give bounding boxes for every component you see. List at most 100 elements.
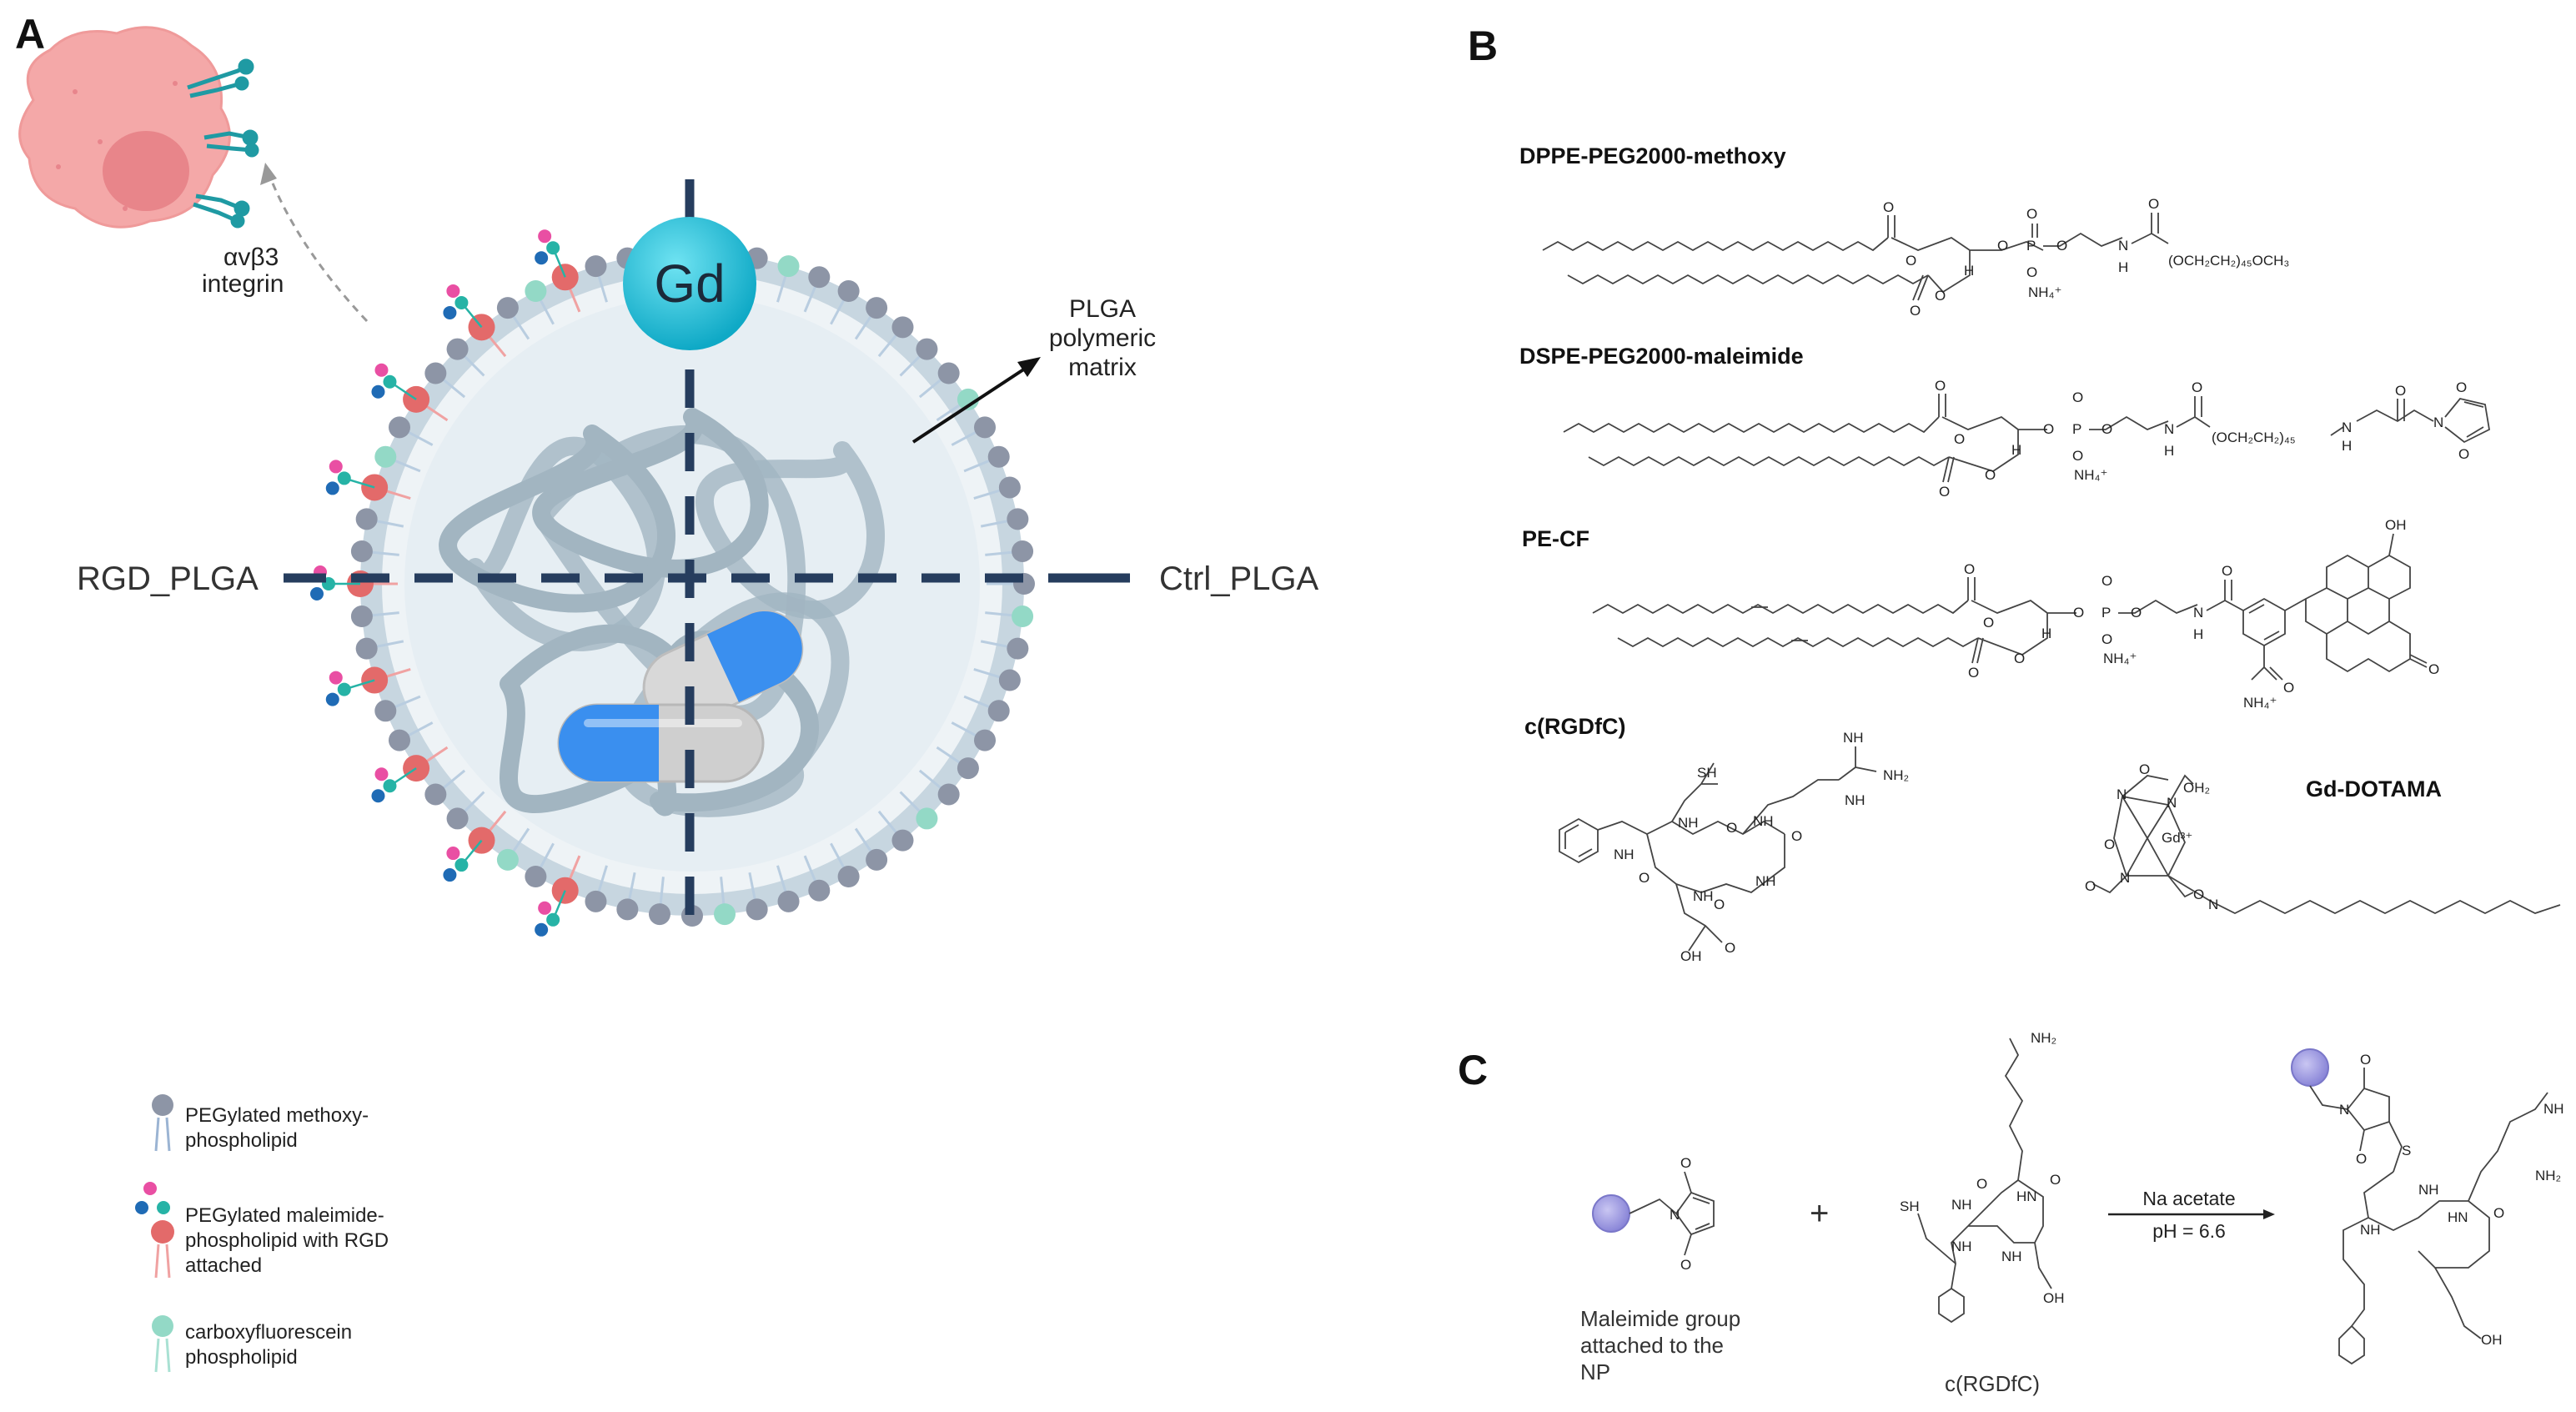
svg-text:phospholipid: phospholipid — [185, 1129, 298, 1152]
product-structure: O N O S NH HN NH NH₂ NH OH O — [2291, 1048, 2564, 1365]
methoxy-lipid-head — [974, 416, 997, 439]
methoxy-lipid-head — [374, 700, 397, 722]
svg-text:O: O — [1968, 665, 1979, 681]
methoxy-lipid-head — [837, 866, 860, 888]
rgd-linker — [551, 247, 566, 278]
rgd-linker — [344, 477, 375, 489]
label-ctrl-plga: Ctrl_PLGA — [1159, 560, 1318, 597]
svg-text:SH: SH — [1697, 765, 1717, 781]
plga-label-2: polymeric — [1049, 324, 1156, 352]
svg-text:NH₂: NH₂ — [2535, 1168, 2561, 1183]
svg-text:PEGylated maleimide-: PEGylated maleimide- — [185, 1204, 384, 1227]
molecule-gd-dotama: Gd-DOTAMA Gd³⁺ OH₂ N N N N O O O O — [2085, 761, 2561, 915]
rgd-ligand — [310, 587, 324, 600]
svg-text:NH₄⁺: NH₄⁺ — [2243, 695, 2277, 711]
reaction-arrow-head — [2263, 1209, 2275, 1219]
svg-text:NH₄⁺: NH₄⁺ — [2074, 467, 2107, 483]
methoxy-lipid-head — [585, 890, 607, 912]
svg-text:O: O — [2139, 761, 2150, 777]
reagent1-line3: NP — [1580, 1359, 1610, 1384]
svg-text:P: P — [2101, 605, 2111, 621]
svg-text:O: O — [2085, 878, 2096, 894]
mol5-title: Gd-DOTAMA — [2306, 776, 2442, 801]
svg-text:O: O — [2043, 421, 2054, 437]
svg-text:NH₄⁺: NH₄⁺ — [2103, 651, 2137, 666]
svg-text:O: O — [1680, 1155, 1691, 1171]
rgd-ligand — [443, 868, 457, 882]
methoxy-lipid-head — [388, 729, 410, 751]
svg-text:OH₂: OH₂ — [2183, 780, 2210, 796]
methoxy-lipid-head — [937, 783, 960, 806]
svg-text:OH: OH — [2385, 517, 2407, 533]
methoxy-lipid-head — [1007, 637, 1029, 660]
svg-text:O: O — [1906, 253, 1916, 269]
molecule-crgdfc: c(RGDfC) SH NH NH O NH NH NH NH₂ O NH O … — [1524, 714, 1909, 964]
methoxy-lipid-head — [525, 866, 547, 888]
svg-text:O: O — [1935, 288, 1946, 304]
svg-text:O: O — [1726, 820, 1737, 836]
rgd-linker — [389, 767, 417, 787]
integrin-receptor-icon — [187, 58, 259, 229]
svg-text:N: N — [2117, 786, 2127, 802]
np-sphere-icon — [1592, 1194, 1630, 1233]
cf-lipid-head — [777, 255, 800, 278]
mol3-title: PE-CF — [1522, 526, 1589, 551]
svg-text:N: N — [2342, 420, 2352, 435]
methoxy-lipid-head — [808, 266, 831, 289]
mol2-title: DSPE-PEG2000-maleimide — [1519, 344, 1804, 369]
rgd-linker — [389, 380, 417, 400]
rgd-ligand — [443, 305, 457, 319]
methoxy-lipid-head — [957, 757, 979, 780]
svg-text:O: O — [2458, 446, 2469, 462]
svg-text:O: O — [1935, 378, 1946, 394]
svg-text:N: N — [2433, 415, 2443, 430]
methoxy-lipid-head — [446, 338, 469, 360]
rgd-linker — [460, 839, 483, 866]
rgd-ligand — [329, 460, 343, 474]
svg-text:H: H — [2193, 626, 2203, 642]
svg-text:O: O — [2014, 651, 2025, 666]
plga-arrow-head — [1017, 357, 1041, 377]
svg-text:NH: NH — [2001, 1249, 2022, 1264]
panel-letter-a: A — [15, 11, 45, 58]
svg-text:O: O — [2072, 448, 2083, 464]
svg-text:N: N — [2208, 897, 2218, 912]
svg-text:O: O — [2356, 1151, 2367, 1167]
svg-text:O: O — [2192, 379, 2202, 395]
rgd-ligand — [371, 384, 385, 399]
svg-text:N: N — [2118, 238, 2128, 254]
svg-text:NH: NH — [1845, 792, 1865, 808]
svg-text:SH: SH — [1900, 1198, 1920, 1214]
molecule-dspe-peg-maleimide: DSPE-PEG2000-maleimide O O H O O O P O O… — [1519, 344, 2490, 500]
plga-label-3: matrix — [1068, 354, 1137, 381]
svg-text:O: O — [2026, 206, 2037, 222]
svg-text:H: H — [2164, 443, 2174, 459]
polymer-strand — [532, 408, 769, 578]
svg-text:O: O — [1954, 431, 1965, 447]
svg-text:O: O — [1639, 870, 1650, 886]
svg-text:O: O — [2222, 563, 2232, 579]
svg-text:OH: OH — [2043, 1290, 2065, 1306]
reagent1-line2: attached to the — [1580, 1333, 1724, 1358]
methoxy-lipid-head — [891, 829, 914, 852]
svg-text:OH: OH — [2481, 1332, 2503, 1348]
label-rgd-plga: RGD_PLGA — [77, 560, 259, 597]
svg-text:O: O — [1791, 828, 1802, 844]
svg-text:O: O — [2360, 1052, 2371, 1068]
svg-text:HN: HN — [2448, 1209, 2468, 1225]
panel-letter-b: B — [1468, 23, 1498, 69]
svg-text:PEGylated methoxy-: PEGylated methoxy- — [185, 1104, 369, 1127]
rgd-linker — [551, 890, 566, 921]
rgd-ligand — [538, 229, 552, 244]
svg-text:O: O — [2101, 421, 2112, 437]
methoxy-lipid-head — [350, 606, 373, 628]
rgd-ligand — [446, 847, 460, 861]
svg-text:NH₄⁺: NH₄⁺ — [2028, 284, 2061, 300]
binding-arrow — [269, 178, 369, 323]
svg-text:O: O — [2101, 631, 2112, 647]
condition-2: pH = 6.6 — [2152, 1220, 2226, 1242]
cf-lipid-head — [1012, 606, 1034, 628]
cf-lipid-head — [525, 279, 547, 302]
svg-text:O: O — [1680, 1257, 1691, 1273]
